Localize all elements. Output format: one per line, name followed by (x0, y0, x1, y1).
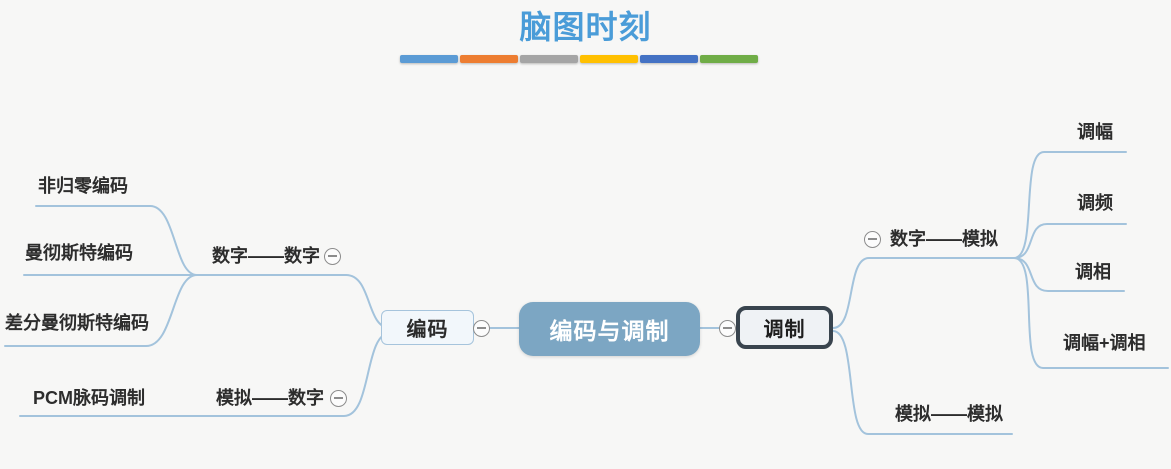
branch-leaf-am-pm (1013, 257, 1169, 369)
accent-bar-row (400, 55, 758, 63)
minus-line (476, 327, 486, 329)
branch-leaf-pm (1013, 257, 1125, 292)
branch-digital-digital (196, 274, 391, 329)
accent-bar (460, 55, 518, 63)
minus-line (722, 327, 732, 329)
collapse-minus-icon-digital-analog[interactable] (863, 230, 881, 248)
leaf-pm[interactable]: 调相 (1075, 262, 1111, 282)
leaf-am[interactable]: 调幅 (1077, 122, 1113, 142)
leaf-pcm[interactable]: PCM脉码调制 (33, 388, 145, 408)
leaf-manchester-encoding[interactable]: 曼彻斯特编码 (25, 243, 133, 263)
minus-line (327, 255, 337, 257)
topic-encode[interactable]: 编码 (381, 310, 474, 345)
accent-bar (400, 55, 458, 63)
root-topic[interactable]: 编码与调制 (519, 302, 700, 356)
branch-leaf-am (1013, 151, 1127, 259)
minus-line (867, 238, 877, 240)
topic-analog-digital[interactable]: 模拟——数字 (216, 388, 324, 408)
branch-leaf-nrz (35, 205, 198, 276)
branch-analog-analog (832, 330, 1013, 435)
collapse-minus-icon-encode[interactable] (472, 319, 490, 337)
page-title: 脑图时刻 (519, 9, 652, 45)
topic-analog-analog[interactable]: 模拟——模拟 (895, 404, 1003, 424)
topic-digital-digital[interactable]: 数字——数字 (212, 246, 320, 266)
leaf-am-pm[interactable]: 调幅+调相 (1063, 333, 1146, 353)
topic-modulate[interactable]: 调制 (736, 306, 833, 349)
collapse-minus-icon-digital-digital[interactable] (323, 247, 341, 265)
accent-bar (700, 55, 758, 63)
leaf-fm[interactable]: 调频 (1077, 193, 1113, 213)
collapse-minus-icon-modulate[interactable] (718, 319, 736, 337)
accent-bar (580, 55, 638, 63)
accent-bar (520, 55, 578, 63)
topic-digital-analog[interactable]: 数字——模拟 (890, 229, 998, 249)
minus-line (333, 397, 343, 399)
collapse-minus-icon-analog-digital[interactable] (329, 389, 347, 407)
leaf-diff-manchester-encoding[interactable]: 差分曼彻斯特编码 (5, 313, 149, 333)
leaf-nrz-encoding[interactable]: 非归零编码 (38, 176, 128, 196)
branch-digital-analog (832, 257, 1015, 329)
branch-leaf-diff-manchester (4, 274, 198, 347)
accent-bar (640, 55, 698, 63)
branch-leaf-fm (1013, 223, 1127, 259)
